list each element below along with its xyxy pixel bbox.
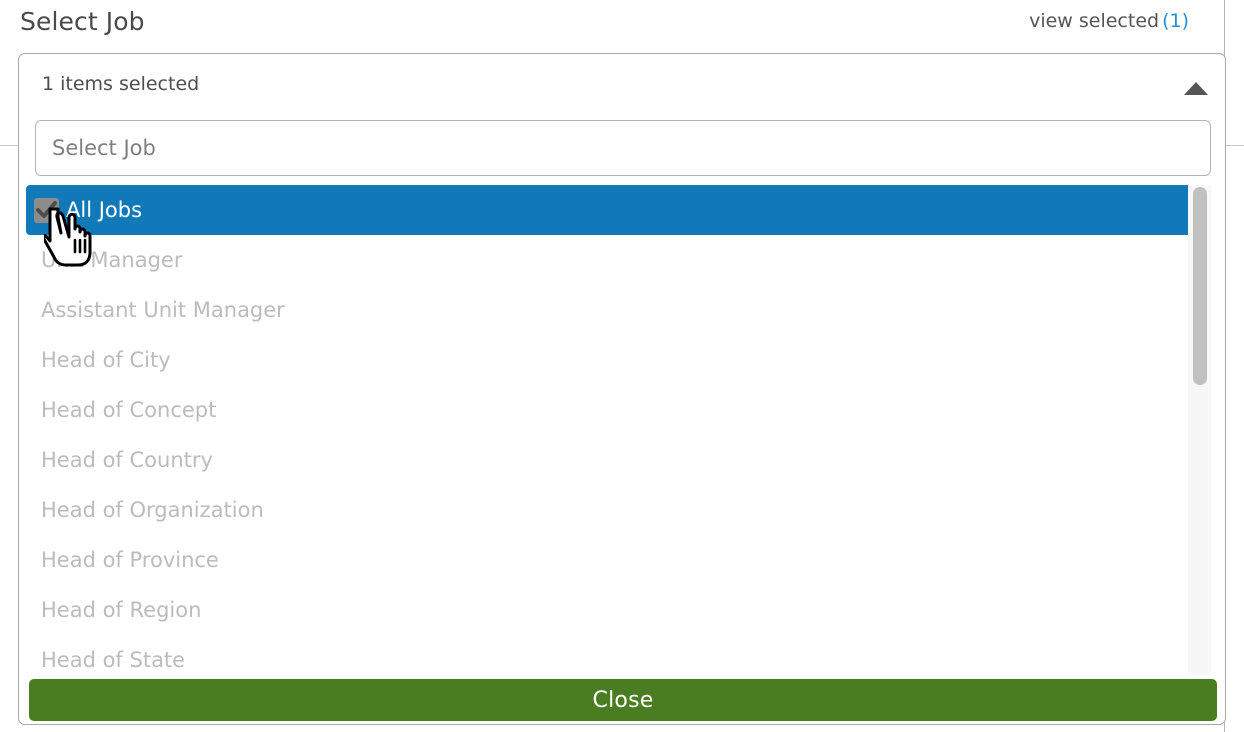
list-item-label: Head of Concept — [41, 398, 217, 422]
selected-count-summary: 1 items selected — [42, 73, 200, 95]
list-item[interactable]: All Jobs — [26, 185, 1199, 235]
list-item-label: Head of City — [41, 348, 171, 372]
search-input[interactable] — [35, 120, 1211, 176]
checkbox-checked-icon[interactable] — [34, 197, 59, 223]
option-list-scrollbar-thumb[interactable] — [1193, 187, 1207, 385]
background-horizontal-divider-left — [0, 145, 19, 146]
caret-up-icon[interactable] — [1184, 82, 1208, 95]
list-item[interactable]: Head of State — [26, 635, 1217, 675]
list-item-label: Head of State — [41, 648, 186, 672]
list-item[interactable]: Unit Manager — [26, 235, 1217, 285]
list-item-label: Head of Country — [41, 448, 213, 472]
list-item-label: Head of Organization — [41, 498, 264, 522]
list-item[interactable]: Head of Country — [26, 435, 1217, 485]
list-item[interactable]: Head of Concept — [26, 385, 1217, 435]
list-item-label: All Jobs — [66, 198, 143, 222]
view-selected-link[interactable]: view selected(1) — [1029, 10, 1189, 32]
list-item-label: Head of Province — [41, 548, 219, 572]
view-selected-label: view selected — [1029, 10, 1160, 32]
page-title: Select Job — [20, 7, 145, 36]
list-item[interactable]: Head of City — [26, 335, 1217, 385]
view-selected-count: (1) — [1162, 10, 1189, 32]
list-item[interactable]: Assistant Unit Manager — [26, 285, 1217, 335]
list-item[interactable]: Head of Region — [26, 585, 1217, 635]
list-item[interactable]: Head of Province — [26, 535, 1217, 585]
list-item-label: Assistant Unit Manager — [41, 298, 285, 322]
list-item[interactable]: Head of Organization — [26, 485, 1217, 535]
background-horizontal-divider-right — [1225, 145, 1244, 146]
close-button[interactable]: Close — [29, 679, 1217, 721]
dropdown-header[interactable]: 1 items selected — [19, 54, 1225, 113]
list-item-label: Head of Region — [41, 598, 202, 622]
list-item-label: Unit Manager — [41, 248, 183, 272]
